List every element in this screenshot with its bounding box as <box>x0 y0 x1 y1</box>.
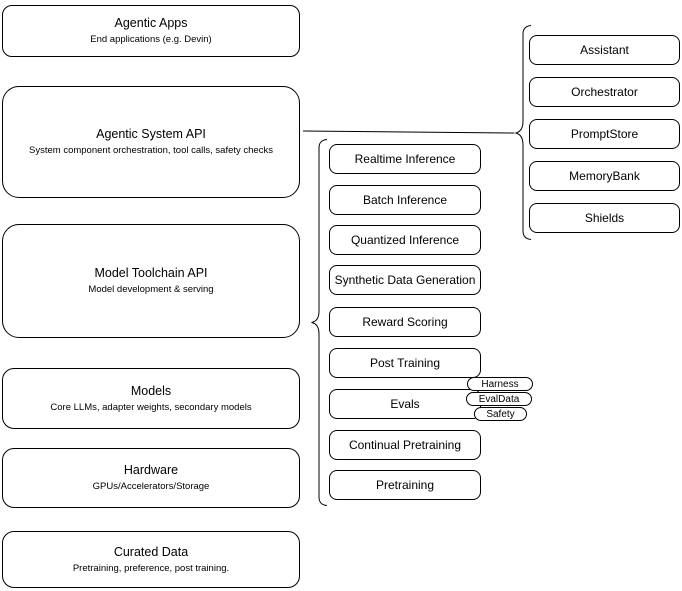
node-pretraining: Pretraining <box>329 470 481 500</box>
node-agentic-system-api: Agentic System API System component orch… <box>2 86 300 198</box>
node-models: Models Core LLMs, adapter weights, secon… <box>2 368 300 429</box>
node-label: MemoryBank <box>569 169 640 183</box>
node-hardware: Hardware GPUs/Accelerators/Storage <box>2 448 300 508</box>
node-label: PromptStore <box>570 127 639 141</box>
node-title: Agentic System API <box>96 127 206 141</box>
node-promptstore: PromptStore <box>529 119 680 149</box>
tag-safety: Safety <box>474 407 527 421</box>
node-title: Models <box>130 383 172 398</box>
node-label: Synthetic Data Generation <box>334 273 476 287</box>
tag-label: EvalData <box>478 393 520 405</box>
system-connector-line <box>302 130 515 134</box>
node-orchestrator: Orchestrator <box>529 77 680 107</box>
node-subtitle: Pretraining, preference, post training. <box>72 562 230 574</box>
node-agentic-apps: Agentic Apps End applications (e.g. Devi… <box>2 5 300 57</box>
node-label: Continual Pretraining <box>348 438 462 452</box>
node-label: Pretraining <box>375 478 435 492</box>
node-continual-pretraining: Continual Pretraining <box>329 430 481 460</box>
node-post-training: Post Training <box>329 348 481 378</box>
node-evals: Evals <box>329 389 481 419</box>
node-label: Shields <box>584 211 625 225</box>
node-subtitle: End applications (e.g. Devin) <box>90 34 212 45</box>
node-title: Agentic Apps <box>114 16 188 30</box>
node-title: Model Toolchain API <box>94 266 208 280</box>
node-title: Curated Data <box>113 544 189 559</box>
node-title: Hardware <box>123 463 179 477</box>
node-batch-inference: Batch Inference <box>329 185 481 215</box>
node-memorybank: MemoryBank <box>529 161 680 191</box>
node-subtitle: Model development & serving <box>88 284 214 295</box>
node-synthetic-data-generation: Synthetic Data Generation <box>329 265 481 295</box>
node-model-toolchain-api: Model Toolchain API Model development & … <box>2 224 300 338</box>
node-curated-data: Curated Data Pretraining, preference, po… <box>2 531 300 588</box>
node-label: Reward Scoring <box>362 315 448 329</box>
node-label: Assistant <box>580 43 629 57</box>
node-subtitle: GPUs/Accelerators/Storage <box>92 481 210 492</box>
node-subtitle: Core LLMs, adapter weights, secondary mo… <box>50 401 252 413</box>
node-assistant: Assistant <box>529 35 680 65</box>
tag-harness: Harness <box>467 377 533 391</box>
node-shields: Shields <box>529 203 680 233</box>
toolchain-bracket <box>311 139 328 506</box>
node-label: Realtime Inference <box>354 152 456 166</box>
node-reward-scoring: Reward Scoring <box>329 307 481 337</box>
node-subtitle: System component orchestration, tool cal… <box>29 145 273 156</box>
node-label: Evals <box>390 397 420 411</box>
node-quantized-inference: Quantized Inference <box>329 225 481 255</box>
node-label: Batch Inference <box>362 193 448 207</box>
tag-label: Safety <box>486 408 515 420</box>
node-label: Post Training <box>369 356 441 370</box>
tag-label: Harness <box>481 378 519 390</box>
tag-evaldata: EvalData <box>466 392 532 406</box>
node-label: Orchestrator <box>571 85 638 99</box>
node-label: Quantized Inference <box>350 233 460 247</box>
node-realtime-inference: Realtime Inference <box>329 144 481 174</box>
